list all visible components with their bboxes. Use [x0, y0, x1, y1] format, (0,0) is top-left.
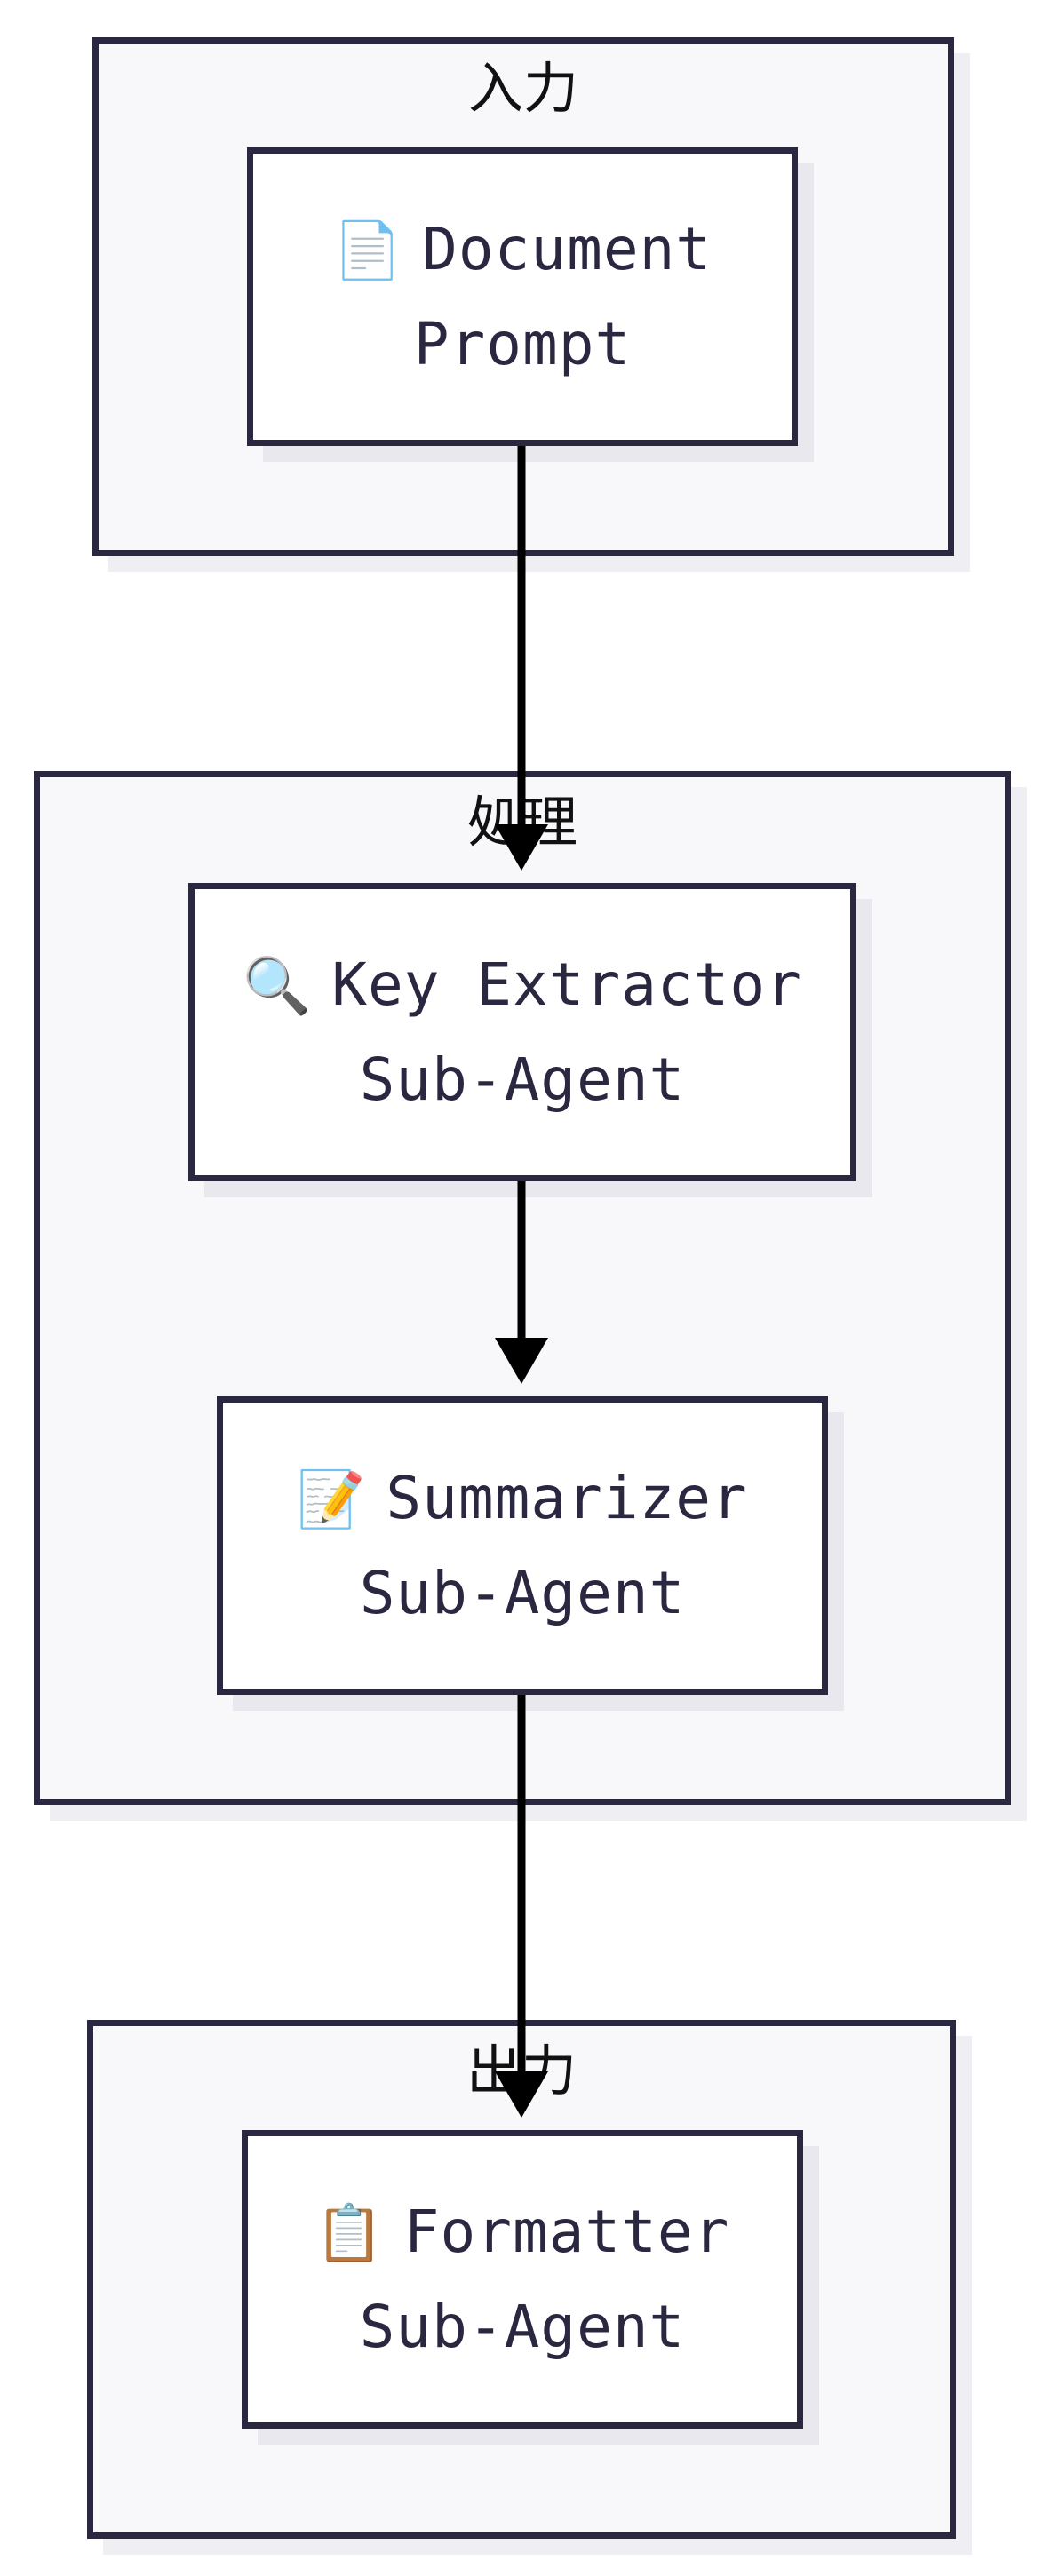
group-label-input: 入力 [467, 56, 578, 121]
node-summarizer-line1: Summarizer [386, 1463, 748, 1532]
node-key-extractor-line2: Sub-Agent [359, 1045, 686, 1114]
node-formatter[interactable]: 📋 Formatter Sub-Agent [242, 2130, 803, 2429]
arrowhead-extractor-to-summarizer [495, 1338, 548, 1384]
magnifier-icon: 🔍 [243, 952, 313, 1018]
node-document-prompt-line2: Prompt [413, 309, 632, 378]
node-key-extractor-text: 🔍 Key Extractor Sub-Agent [243, 938, 802, 1127]
arrowhead-summarizer-to-formatter [495, 2071, 548, 2118]
clipboard-icon: 📋 [314, 2199, 385, 2265]
memo-icon: 📝 [297, 1466, 367, 1531]
node-summarizer-text: 📝 Summarizer Sub-Agent [297, 1451, 748, 1641]
node-summarizer-line2: Sub-Agent [359, 1558, 686, 1627]
node-key-extractor-line1: Key Extractor [331, 950, 802, 1019]
document-icon: 📄 [332, 217, 403, 282]
node-formatter-text: 📋 Formatter Sub-Agent [315, 2185, 730, 2374]
arrowhead-document-to-extractor [495, 824, 548, 871]
node-document-prompt[interactable]: 📄 Document Prompt [247, 147, 798, 446]
node-formatter-line1: Formatter [403, 2197, 730, 2266]
node-summarizer[interactable]: 📝 Summarizer Sub-Agent [217, 1396, 828, 1695]
node-document-prompt-line1: Document [422, 214, 713, 283]
node-key-extractor[interactable]: 🔍 Key Extractor Sub-Agent [188, 883, 856, 1181]
node-formatter-line2: Sub-Agent [359, 2292, 686, 2361]
node-document-prompt-text: 📄 Document Prompt [333, 203, 712, 392]
